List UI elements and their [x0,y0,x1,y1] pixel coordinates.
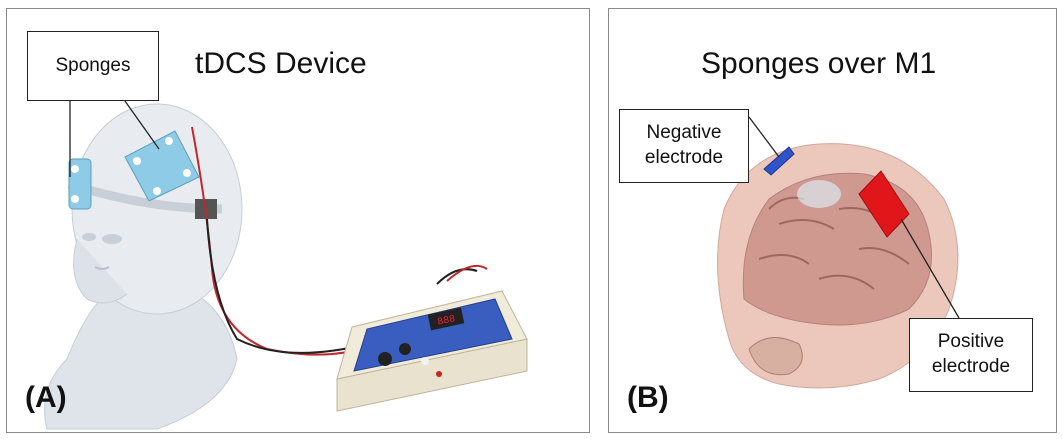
negative-electrode-callout: Negative electrode [619,109,749,183]
positive-electrode-callout: Positive electrode [909,318,1033,392]
panel-b: Sponges over M1 Negative electrode Posit… [608,8,1057,433]
panel-a-title: tDCS Device [195,47,367,80]
negative-electrode [763,146,795,176]
positive-electrode [858,170,910,238]
sponges-leader-lines [69,100,160,177]
brain-illustration [717,143,959,389]
panel-a-label: (A) [25,381,67,414]
svg-text:888: 888 [437,314,457,329]
sponge-front [68,158,92,210]
sponge-top [124,130,200,202]
sponges-callout: Sponges [27,31,159,101]
mannequin-head [44,103,243,430]
panel-b-label: (B) [627,381,669,414]
panel-a: 888 tDCS Device Sponges (A) [6,8,590,433]
cable-red [191,126,388,356]
electrode-leader-lines [748,116,960,319]
stimulator-device: 888 [336,290,528,412]
panel-b-title: Sponges over M1 [701,47,937,80]
cable-black [206,218,368,354]
tdcs-illustration: 888 [44,103,528,430]
